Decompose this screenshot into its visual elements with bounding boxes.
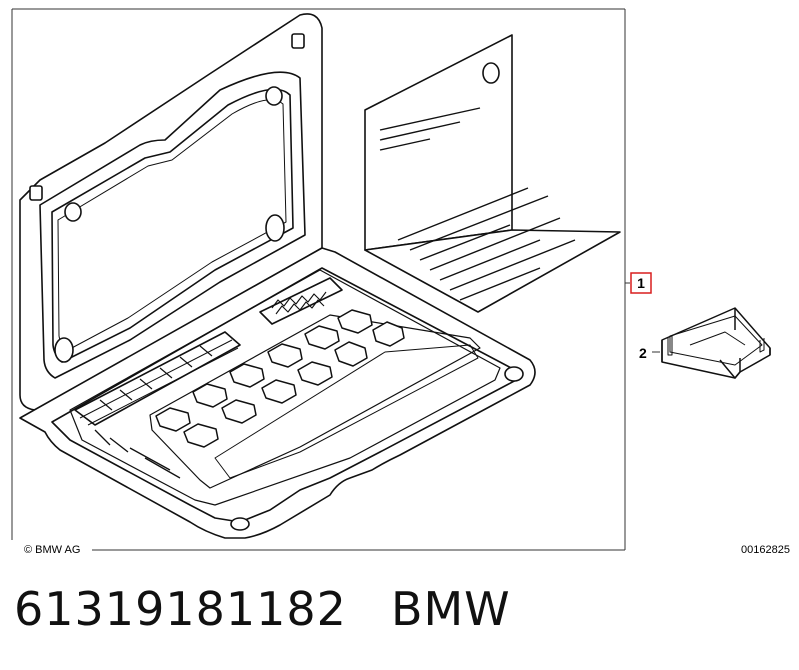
copyright-text: © BMW AG (24, 544, 80, 556)
brand-name: BMW (390, 582, 511, 636)
instruction-leaflet (364, 34, 621, 313)
mounting-bracket (661, 307, 771, 379)
callout-1-label: 1 (637, 275, 645, 291)
callout-2-label: 2 (639, 345, 647, 361)
callout-1-box (630, 272, 652, 294)
diagram-frame (11, 8, 626, 551)
part-number-caption: 61319181182 BMW (14, 582, 511, 636)
housing-lid (19, 13, 323, 411)
drawing-number: 00162825 (741, 544, 790, 556)
part-number: 61319181182 (14, 582, 347, 636)
relay-modules (155, 309, 405, 448)
